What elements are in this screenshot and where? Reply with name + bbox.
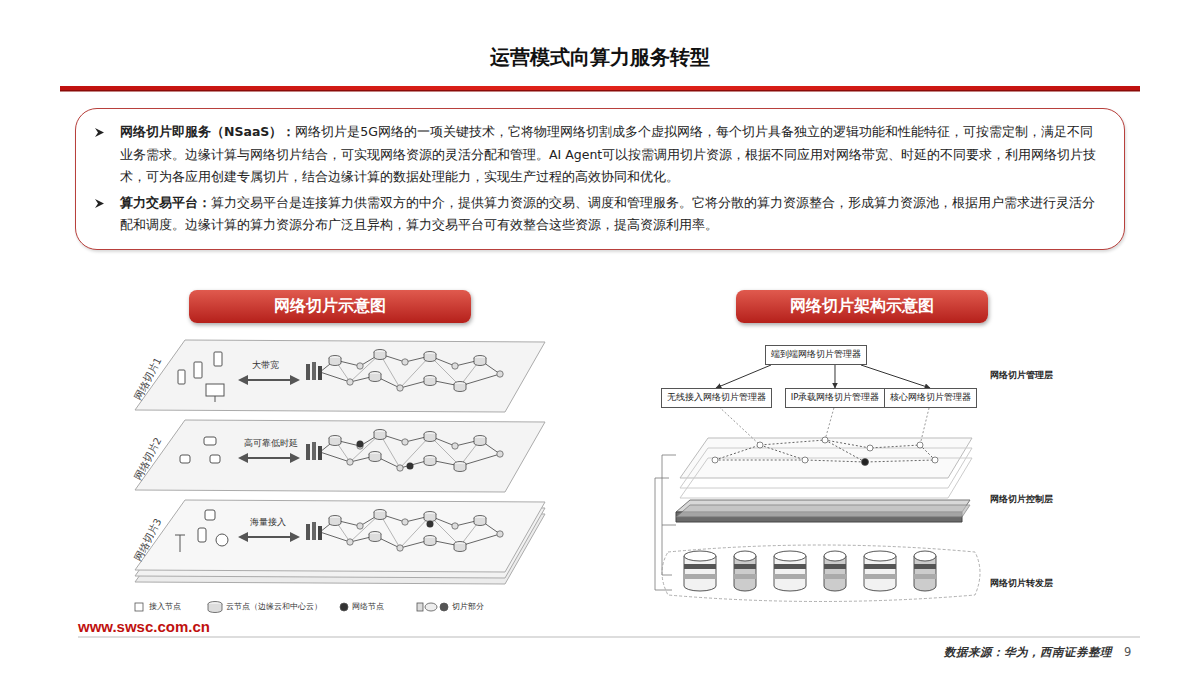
legend-text: 接入节点 [149, 601, 181, 612]
bullet-paragraph: 网络切片即服务（NSaaS）：网络切片是5G网络的一项关键技术，它将物理网络切割… [120, 121, 1102, 189]
label-text: 海量接入 [250, 517, 286, 529]
node-text: 端到端网络切片管理器 [771, 349, 861, 361]
label-text: 高可靠低时延 [244, 438, 298, 450]
node-text: 无线接入网络切片管理器 [667, 392, 766, 404]
bullet-arrow [94, 198, 105, 209]
bullet-heading: 算力交易平台： [120, 195, 211, 210]
drum-symbol [684, 551, 716, 591]
label-text: 网络切片转发层 [990, 578, 1053, 590]
connector-arrow [834, 365, 835, 388]
label-text: 9 [1124, 645, 1131, 659]
connector-arrow [716, 365, 771, 388]
manager-box: 无线接入网络切片管理器 [661, 388, 772, 408]
bullet-body: 算力交易平台是连接算力供需双方的中介，提供算力资源的交易、调度和管理服务。它将分… [120, 195, 1095, 233]
legend-text: 切片部分 [452, 601, 484, 612]
label-text: 数据来源：华为，西南证券整理 [944, 645, 1112, 660]
node-text: 网络切片示意图 [199, 296, 461, 317]
figure-header: 网络切片示意图 [189, 290, 471, 323]
connector-arrow [861, 365, 930, 388]
label-text: 大带宽 [252, 360, 279, 372]
text-panel: 网络切片即服务（NSaaS）：网络切片是5G网络的一项关键技术，它将物理网络切割… [75, 108, 1125, 250]
label-text: 网络切片管理层 [990, 370, 1053, 382]
manager-box: IP承载网络切片管理器 [785, 388, 886, 408]
page-title: 运营模式向算力服务转型 [0, 44, 1200, 71]
figure-header: 网络切片架构示意图 [736, 290, 988, 323]
bullet-arrow [94, 127, 105, 138]
label-text: 网络切片控制层 [990, 494, 1053, 506]
node-text: 网络切片架构示意图 [746, 296, 978, 317]
node-text: 核心网络切片管理器 [890, 392, 971, 404]
drum-symbol [864, 551, 896, 591]
label-text: www.swsc.com.cn [78, 618, 210, 635]
manager-box: 核心网络切片管理器 [884, 388, 977, 408]
drum-symbol [774, 551, 806, 591]
bullet-heading: 网络切片即服务（NSaaS）： [120, 124, 295, 139]
drum-symbol [914, 551, 936, 591]
drum-symbol [824, 551, 846, 591]
node-text: IP承载网络切片管理器 [791, 392, 880, 404]
legend-text: 网络节点 [352, 601, 384, 612]
bullet-paragraph: 算力交易平台：算力交易平台是连接算力供需双方的中介，提供算力资源的交易、调度和管… [120, 192, 1102, 237]
legend-text: 云节点（边缘云和中心云） [226, 601, 322, 612]
manager-box: 端到端网络切片管理器 [765, 345, 867, 365]
drum-symbol [734, 551, 756, 591]
